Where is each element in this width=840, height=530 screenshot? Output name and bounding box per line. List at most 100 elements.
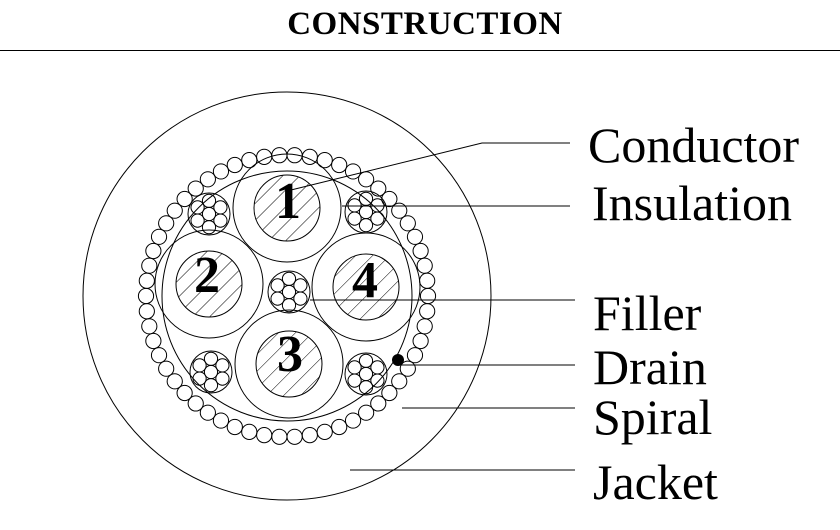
filler [344, 190, 388, 234]
label-drain: Drain [593, 339, 707, 395]
filler-strand [370, 360, 385, 375]
label-spiral: Spiral [593, 389, 712, 445]
spiral-bead [399, 215, 416, 232]
spiral-bead [138, 272, 155, 289]
shield-inner-boundary [161, 170, 413, 422]
spiral-bead [176, 190, 193, 208]
filler-outline [187, 192, 231, 236]
spiral-bead [316, 152, 333, 169]
spiral-bead [141, 318, 158, 335]
spiral-bead [381, 190, 398, 208]
filler [189, 350, 233, 394]
spiral-bead [241, 152, 258, 169]
conductor-1 [232, 153, 342, 263]
conductor-2 [154, 229, 264, 339]
filler-strand [190, 200, 205, 215]
filler-strand [201, 193, 217, 208]
filler-strand [192, 358, 207, 373]
spiral-bead [412, 332, 429, 350]
drain-wire [392, 354, 404, 366]
spiral-bead [416, 257, 433, 274]
label-insulation: Insulation [592, 175, 792, 231]
filler-strand [358, 191, 374, 206]
diagram-title: CONSTRUCTION [287, 6, 563, 42]
spiral-bead [419, 287, 437, 305]
spiral-bead [286, 428, 303, 445]
label-filler: Filler [593, 285, 702, 341]
spiral-bead [344, 412, 362, 429]
spiral-bead [226, 156, 243, 174]
spiral-bead [141, 257, 158, 274]
filler-strand [213, 200, 228, 215]
spiral-bead [416, 318, 433, 335]
conductor-number-4: 4 [352, 252, 378, 309]
spiral-bead [406, 228, 424, 245]
spiral-bead [316, 423, 333, 440]
conductor-4 [311, 232, 421, 342]
jacket-outer [82, 91, 492, 501]
spiral-bead [226, 418, 243, 436]
spiral-bead [138, 303, 155, 320]
filler-strand [293, 278, 308, 293]
spiral-bead [399, 360, 416, 377]
filler-strand [347, 373, 362, 388]
leader-conductor [290, 142, 570, 191]
conductor-core-4 [332, 253, 400, 321]
spiral-bead [301, 427, 318, 444]
spiral-bead [241, 423, 258, 440]
conductor-number-2: 2 [194, 247, 220, 304]
spiral-bead [271, 428, 288, 445]
spiral-bead [199, 171, 216, 188]
spiral-bead [137, 287, 155, 305]
filler-strand [347, 360, 362, 375]
filler-outline [267, 270, 311, 314]
filler-strand [201, 220, 217, 235]
spiral-bead [145, 332, 162, 350]
insulation-3 [234, 309, 344, 419]
spiral-bead [331, 418, 348, 436]
filler-strand [270, 278, 285, 293]
conductor-number-1: 1 [275, 173, 301, 230]
spiral-bead [150, 228, 168, 245]
spiral-bead [176, 384, 193, 402]
filler-strand [347, 198, 362, 213]
spiral-bead [187, 180, 204, 197]
conductor-core-3 [255, 330, 323, 398]
spiral-bead [150, 347, 168, 364]
filler [267, 270, 311, 314]
filler-strand [190, 213, 205, 228]
spiral-bead [212, 412, 230, 429]
filler-strand [358, 218, 374, 233]
spiral-bead [187, 395, 204, 412]
conductor-core-1 [253, 174, 321, 242]
spiral-bead [391, 373, 408, 390]
filler-strand [281, 271, 297, 286]
filler-strand [203, 378, 219, 393]
spiral-bead [166, 202, 183, 219]
filler-strand [215, 358, 230, 373]
filler-strand [370, 198, 385, 213]
insulation-1 [232, 153, 342, 263]
spiral-bead [406, 347, 424, 364]
spiral-bead [381, 384, 398, 402]
spiral-bead [212, 163, 230, 180]
spiral-bead [199, 404, 216, 421]
conductor-number-3: 3 [277, 326, 303, 383]
filler-strand [281, 298, 297, 313]
spiral-bead [158, 360, 175, 377]
conductor-core-2 [175, 250, 243, 318]
spiral-bead [331, 156, 348, 174]
spiral-bead [344, 163, 362, 180]
insulation-2 [154, 229, 264, 339]
filler-outline [344, 352, 388, 396]
filler-outline [344, 190, 388, 234]
filler-strand [358, 380, 374, 395]
filler-strand [270, 291, 285, 306]
spiral-bead [419, 303, 436, 320]
spiral-shield [137, 147, 437, 445]
filler-group [187, 190, 388, 396]
filler-strand [347, 211, 362, 226]
spiral-bead [158, 215, 175, 232]
filler-strand [203, 351, 219, 366]
